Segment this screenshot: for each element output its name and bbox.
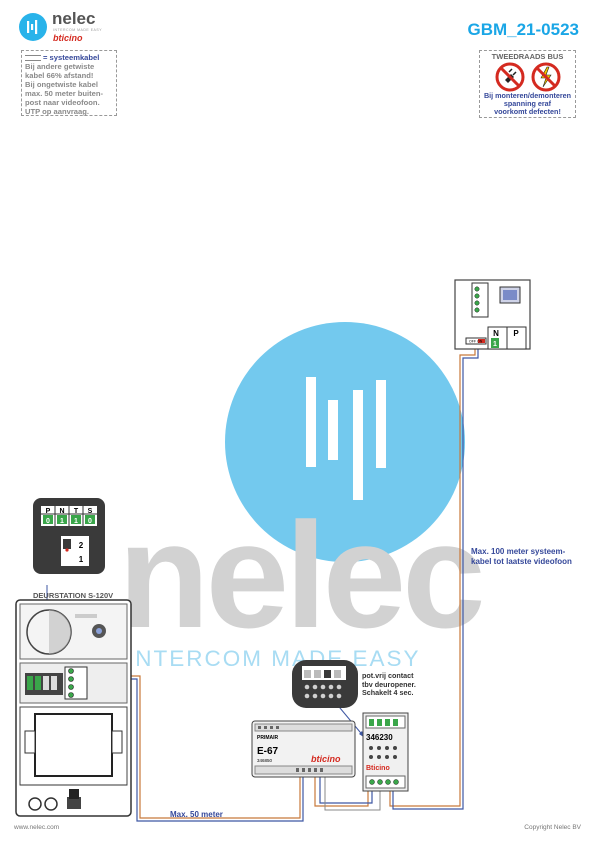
dip-settings-panel: P N T S 0 1 1 0 2 1 (33, 498, 105, 574)
cable-note-line: Bij andere getwiste (25, 62, 95, 71)
watermark-logo-icon (225, 322, 465, 562)
dip-value-p: 0 (46, 518, 50, 525)
cable-note-heading: = systeemkabel (25, 53, 113, 62)
warning-line: Bij monteren/demonteren (483, 91, 572, 100)
no-plug-icon (495, 62, 524, 92)
nelec-logo-icon (19, 13, 47, 41)
footer-website: www.nelec.com (14, 824, 60, 831)
dip-label-t: T (74, 508, 79, 515)
document-id: GBM_21-0523 (467, 20, 579, 39)
warning-box: TWEEDRAADS BUS Bij monteren/demonteren s… (479, 50, 576, 118)
distance-long-label: Max. 100 meter systeem- kabel tot laatst… (471, 547, 572, 566)
watermark-tagline: INTERCOM MADE EASY (127, 646, 421, 671)
cable-note-line: Bij ongetwiste kabel (25, 80, 99, 89)
footer-copyright: Copyright Nelec BV (524, 824, 581, 831)
nelec-logo: nelec INTERCOM MADE EASY bticino (18, 9, 118, 46)
cable-note-line: post naar videofoon. (25, 98, 100, 107)
psu-primary-label: PRIMAIR (257, 735, 279, 741)
monitor-setting: 1 (493, 341, 497, 348)
dip-value-t: 1 (74, 518, 78, 525)
warning-icons (495, 62, 560, 92)
cable-note-line: max. 50 meter buiten- (25, 89, 104, 98)
partner-logo: bticino (53, 33, 83, 43)
psu-brand: bticino (311, 754, 341, 764)
dip-value-n: 1 (60, 518, 64, 525)
distance-short-label: Max. 50 meter (170, 810, 223, 819)
actuator-contact-bubble (292, 660, 358, 708)
switch-label-2: 2 (79, 541, 84, 550)
no-lightning-icon (531, 62, 560, 92)
warning-line: voorkomt defecten! (494, 107, 561, 116)
psu-article: 346850 (257, 758, 273, 763)
cable-note: = systeemkabel Bij andere getwiste kabel… (21, 50, 117, 116)
cable-legend-icon (25, 55, 41, 61)
video-monitor: N P 1 OFF ON (454, 279, 531, 350)
dip-label-p: P (46, 508, 51, 515)
monitor-label-p: P (513, 329, 519, 338)
dip-value-s: 0 (88, 518, 92, 525)
cable-note-line: UTP op aanvraag. (25, 107, 90, 116)
actuator-brand: Bticino (366, 765, 390, 772)
door-station-label: DEURSTATION S-120V (33, 591, 114, 600)
power-supply-e67: PRIMAIR E-67 346850 bticino (251, 720, 356, 778)
warning-line: spanning eraf (503, 99, 552, 108)
dip-label-n: N (59, 508, 64, 515)
actuator-346230: 346230 Bticino (362, 712, 409, 792)
psu-model: E-67 (257, 746, 279, 757)
warning-title: TWEEDRAADS BUS (491, 52, 564, 61)
brand-tagline: INTERCOM MADE EASY (53, 28, 103, 32)
watermark-word: nelec (118, 491, 486, 659)
monitor-switch-label: OFF ON (469, 340, 483, 344)
switch-label-1: 1 (79, 555, 84, 564)
brand-name: nelec (52, 9, 96, 28)
cable-note-line: kabel 66% afstand! (25, 71, 94, 80)
dip-label-s: S (88, 508, 93, 515)
monitor-label-n: N (493, 329, 499, 338)
door-station (15, 599, 132, 817)
actuator-model: 346230 (366, 733, 393, 742)
screw-terminals (64, 666, 88, 700)
actuator-note: pot.vrij contact tbv deuropener. Schakel… (362, 671, 416, 697)
